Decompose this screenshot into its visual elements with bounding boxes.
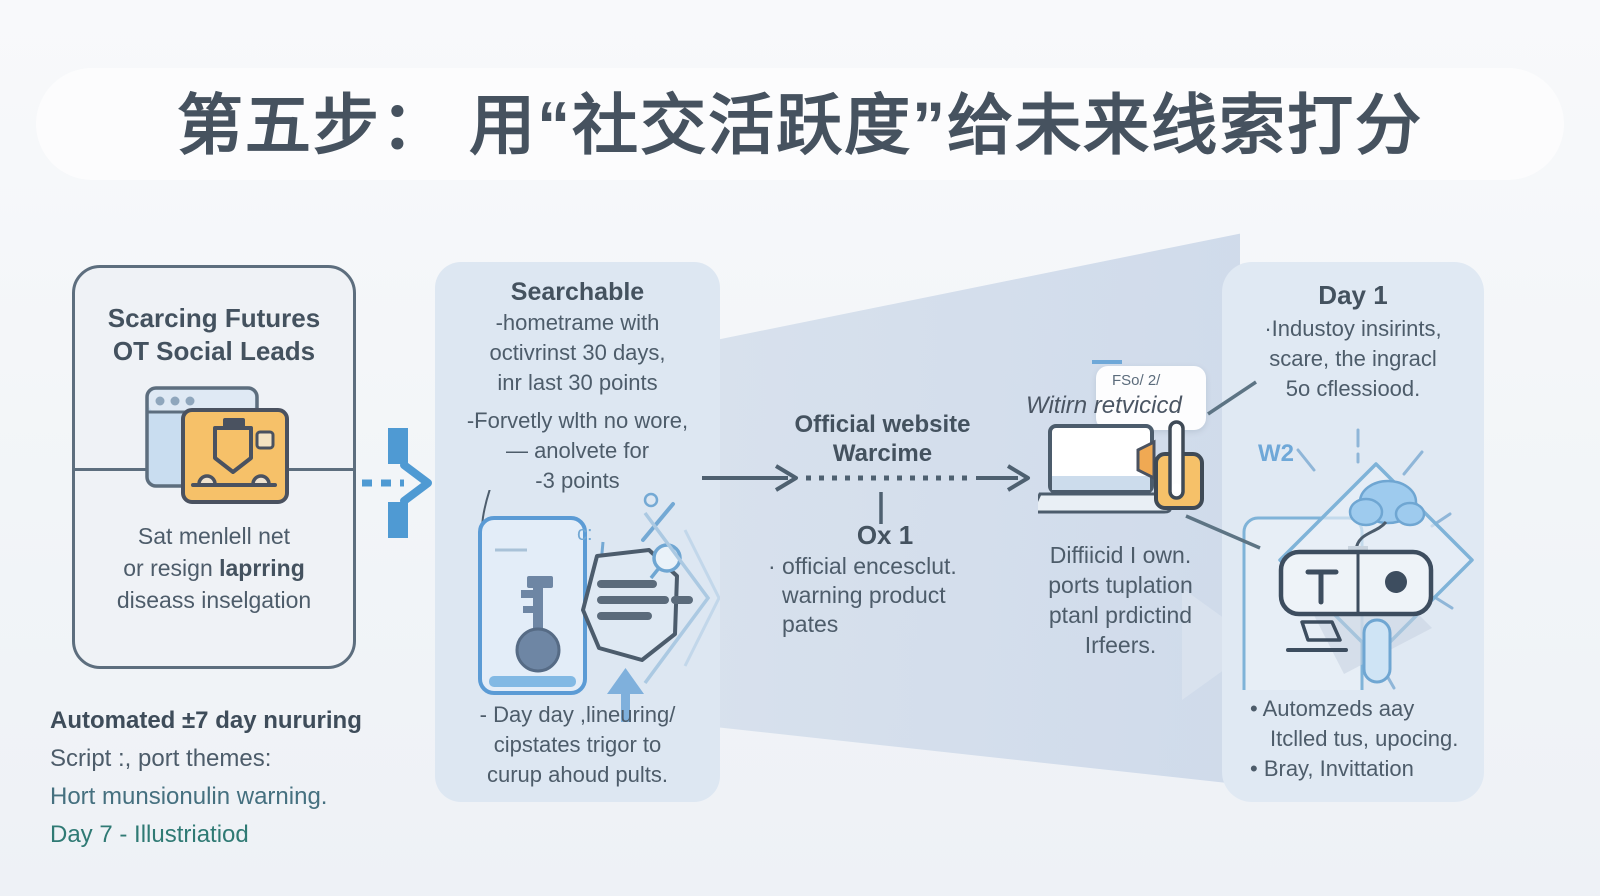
score-label: Ox 1: [856, 520, 914, 550]
searchable-line2: octivrinst 30 days,: [489, 340, 666, 365]
title-background-band: [36, 68, 1564, 180]
svg-text:c:: c:: [577, 523, 593, 545]
dashed-blue-arrow-icon: [362, 428, 432, 538]
searchable-footer-line3: curup ahoud pults.: [486, 762, 669, 787]
review-bubble: [1096, 366, 1206, 430]
nurture-note-line2: Script :, port themes:: [50, 745, 272, 772]
day1-panel: Day 1 ·Industoy insirints, scare, the in…: [1222, 262, 1484, 802]
searchable-line3: inr last 30 points: [497, 370, 658, 395]
official-line2: warning product: [782, 582, 946, 608]
badge-list-icon: [581, 543, 693, 662]
day1-bullet1-line2: Itclled tus, upocing.: [1270, 726, 1459, 751]
official-line1: · official encesclut.: [768, 553, 957, 579]
day1-heading: Day 1: [1318, 280, 1388, 310]
cloud-icon: [1348, 479, 1426, 527]
review-bubble-label: Witirn retvicicd: [1026, 392, 1182, 419]
lead-source-panel: Scarcing Futures OT Social Leads Sat men…: [72, 265, 356, 669]
day1-marker: W2: [1258, 440, 1294, 467]
review-line2: ports tuplation: [1048, 572, 1193, 598]
searchable-footer-line2: cipstates trigor to: [493, 732, 662, 757]
searchable-panel: Searchable -hometrame with octivrinst 30…: [435, 262, 720, 802]
searchable-line4: -Forvetly wlth no wore,: [466, 408, 689, 433]
official-line3: pates: [782, 611, 839, 637]
lead-panel-body-line2: or resign laprring: [123, 555, 305, 581]
lead-panel-body-line1: Sat menlell net: [137, 523, 291, 549]
review-line1: Diffiicid I own.: [1049, 542, 1192, 568]
searchable-line6: -3 points: [535, 468, 620, 493]
lead-panel-heading-line2: OT Social Leads: [112, 336, 316, 366]
official-heading-line1: Official website: [794, 411, 971, 438]
day1-line2: scare, the ingracl: [1269, 346, 1437, 371]
phone-key-icon: [478, 516, 587, 695]
searchable-footer-line1: - Day day ,lineuring/: [479, 702, 676, 727]
nurture-note-line1: Automated ±7 day nururing: [50, 707, 362, 734]
lead-panel-heading-line1: Scarcing Futures: [107, 303, 321, 333]
lead-panel-bold-word: laprring: [219, 555, 305, 581]
nurture-note-line3: Hort munsionulin warning.: [50, 783, 328, 810]
funnel-chevron-icon: [643, 511, 720, 685]
review-bubble-tag: FSo/ 2/: [1112, 372, 1161, 389]
day1-line1: ·Industoy insirints,: [1264, 316, 1442, 341]
searchable-line5: — anolvete for: [505, 438, 650, 463]
lead-panel-body-line3: diseass inselgation: [116, 587, 312, 613]
searchable-heading: Searchable: [510, 278, 645, 306]
nurture-note: Automated ±7 day nururing Script :, port…: [50, 702, 450, 854]
searchable-line1: -hometrame with: [495, 310, 660, 335]
day1-line3: 5o cflessiood.: [1285, 376, 1421, 401]
page-title: 第五步： 用“社交活跃度”给未来线索打分: [176, 88, 1424, 162]
day1-bullet1-line1: • Automzeds aay: [1250, 696, 1415, 721]
up-arrow-icon: [607, 668, 644, 722]
review-line4: Irfeers.: [1084, 632, 1157, 658]
browser-card-icon: [145, 386, 289, 504]
phone-key-badge-icons: c:: [478, 490, 720, 722]
day1-bullet2: • Bray, Invittation: [1250, 756, 1414, 781]
review-line3: ptanl prdictind: [1048, 602, 1193, 628]
laptop-megaphone-icon: [1038, 420, 1204, 514]
diamond-card-icon: [1242, 428, 1474, 690]
nurture-note-line4: Day 7 - Illustriatiod: [50, 821, 249, 848]
official-heading-line2: Warcime: [832, 440, 933, 467]
